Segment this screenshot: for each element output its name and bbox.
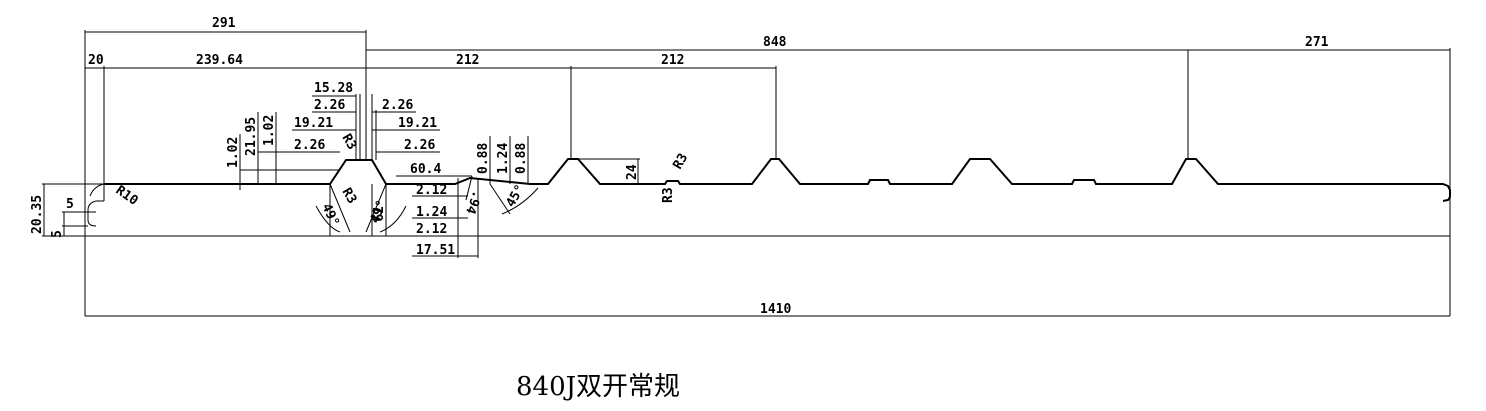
dim-5-b: 5	[50, 230, 65, 238]
dim-1-24-b: 1.24	[496, 143, 511, 174]
dim-212-b: 212	[661, 53, 684, 68]
angle-45: 45°	[503, 182, 528, 210]
angle-leg-right	[365, 183, 387, 233]
dim-2-26-c: 2.26	[294, 138, 325, 153]
dim-1-02-b: 1.02	[262, 115, 277, 146]
angle-leg-45	[489, 183, 511, 215]
dim-1410: 1410	[760, 302, 791, 317]
radius-r3-a: R3	[339, 132, 360, 153]
dim-19-21-b: 19.21	[398, 116, 437, 131]
dim-24: 24	[625, 164, 640, 180]
dim-0-88-a: 0.88	[476, 143, 491, 174]
left-hook	[87, 200, 97, 227]
dim-60-4: 60.4	[410, 162, 441, 177]
dim-15-28: 15.28	[314, 81, 353, 96]
dim-21-95: 21.95	[244, 117, 259, 156]
dim-0-88-b: 0.88	[514, 143, 529, 174]
dim-1-24-a: 1.24	[416, 205, 447, 220]
ext-472	[465, 175, 473, 201]
dim-19-21-a: 19.21	[294, 116, 333, 131]
dim-79: 79	[369, 206, 384, 222]
dim-2-26-d: 2.26	[404, 138, 435, 153]
radius-r3-d: R3	[670, 151, 691, 172]
dim-2-26-a: 2.26	[314, 98, 345, 113]
dim-271: 271	[1305, 35, 1329, 50]
radius-r3-b: R3	[339, 186, 360, 207]
dim-17-51: 17.51	[416, 243, 455, 258]
dim-291: 291	[212, 16, 236, 31]
r10-arc	[89, 183, 105, 197]
dim-848: 848	[763, 35, 787, 50]
radius-r3-c: R3	[661, 187, 676, 203]
dim-212-a: 212	[456, 53, 479, 68]
dim-1-02-a: 1.02	[226, 137, 241, 168]
dim-2-12-b: 2.12	[416, 222, 447, 237]
arc-45	[501, 187, 539, 215]
angle-49-a: 49°	[318, 201, 342, 229]
dim-2-12-a: 2.12	[416, 183, 447, 198]
arc-49-left	[315, 205, 341, 233]
dim-20: 20	[88, 53, 104, 68]
dim-5-a: 5	[66, 197, 74, 212]
dim-94: .94	[462, 189, 484, 216]
profile-outline	[104, 158, 1451, 202]
angle-leg-left	[329, 183, 351, 233]
dim-239-64: 239.64	[196, 53, 243, 68]
drawing-caption: 840J双开常规	[516, 372, 681, 402]
dim-2-26-b: 2.26	[382, 98, 413, 113]
dim-20-35: 20.35	[30, 195, 45, 234]
radius-r10: R10	[113, 183, 141, 209]
arc-49-right	[379, 205, 407, 233]
